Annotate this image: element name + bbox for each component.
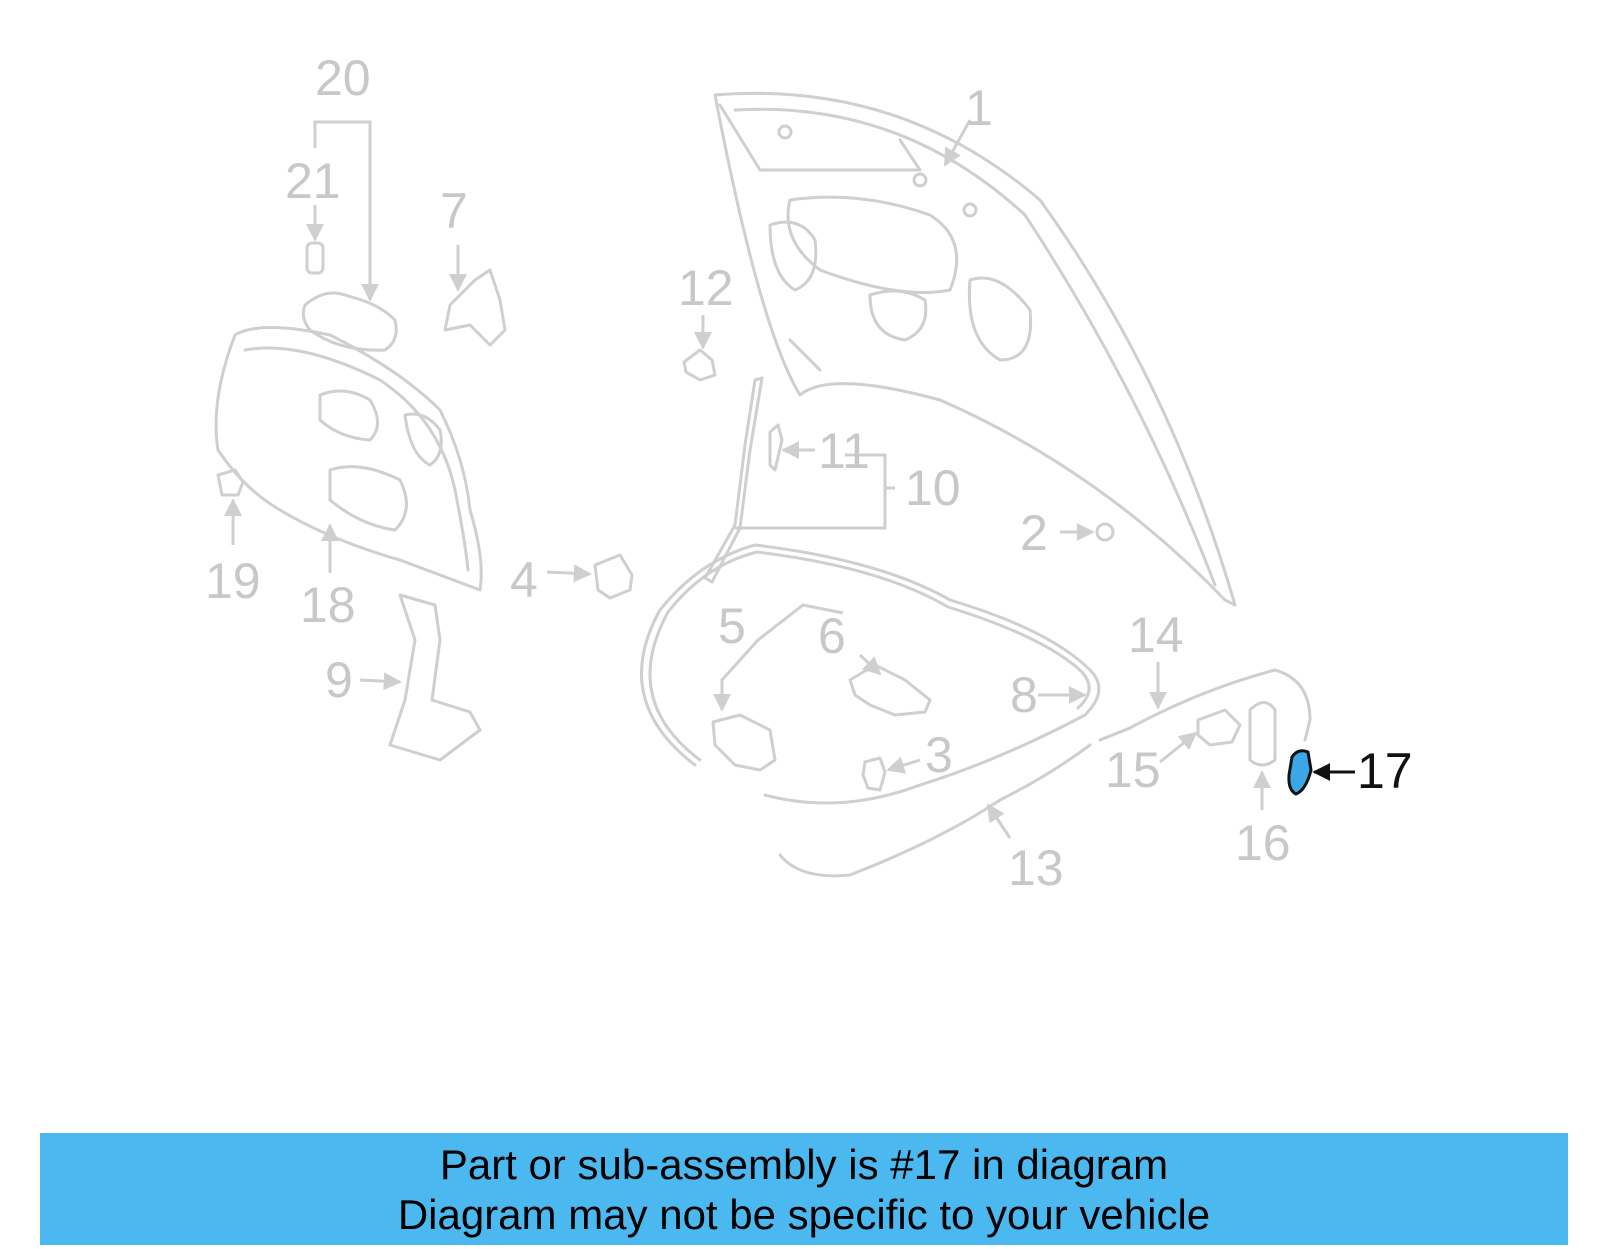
part-17-highlighted[interactable] <box>1287 749 1313 796</box>
callout-4: 4 <box>510 552 538 608</box>
leader-1 <box>943 119 972 167</box>
leader-10-bracket <box>735 453 887 530</box>
callout-20: 20 <box>315 50 371 106</box>
leader-5 <box>713 638 760 712</box>
callout-15: 15 <box>1105 742 1161 798</box>
callout-10: 10 <box>905 460 961 516</box>
callout-18: 18 <box>300 577 356 633</box>
part-2 <box>1095 522 1115 542</box>
part-8 <box>640 543 1101 805</box>
part-10 <box>703 376 764 584</box>
callout-6: 6 <box>818 608 846 664</box>
callout-16: 16 <box>1235 815 1291 871</box>
callout-5: 5 <box>718 598 746 654</box>
leader-3 <box>886 756 921 774</box>
banner-line-2: Diagram may not be specific to your vehi… <box>397 1191 1211 1238</box>
leader-20 <box>313 120 379 302</box>
banner-line-1: Part or sub-assembly is #17 in diagram <box>439 1141 1169 1188</box>
callout-12: 12 <box>678 260 734 316</box>
leader-4 <box>546 564 592 583</box>
callout-1: 1 <box>965 80 993 136</box>
callout-19: 19 <box>205 553 261 609</box>
info-banner: Part or sub-assembly is #17 in diagram D… <box>40 1133 1568 1245</box>
part-8-inner <box>648 550 1091 762</box>
callout-21: 21 <box>285 153 341 209</box>
part-13 <box>778 743 1092 878</box>
part-21 <box>305 241 325 275</box>
callout-2: 2 <box>1020 505 1048 561</box>
part-18 <box>214 326 483 592</box>
part-3 <box>861 756 887 792</box>
part-20 <box>301 291 398 352</box>
callout-8: 8 <box>1010 667 1038 723</box>
callout-9: 9 <box>325 652 353 708</box>
callout-13: 13 <box>1008 840 1064 896</box>
callout-11: 11 <box>818 423 870 479</box>
callout-7: 7 <box>440 183 468 239</box>
part-16 <box>1248 701 1277 767</box>
part-4 <box>593 553 634 600</box>
leader-15 <box>1159 731 1198 764</box>
part-14 <box>1098 668 1312 742</box>
part-12 <box>682 348 717 382</box>
part-19 <box>216 468 245 497</box>
leader-9 <box>359 672 402 691</box>
callout-14: 14 <box>1128 607 1184 663</box>
part-9 <box>388 593 482 762</box>
hood-part <box>713 91 1237 607</box>
callout-17-highlighted: 17 <box>1357 743 1413 799</box>
leader-5-6 <box>757 603 844 642</box>
part-5 <box>711 713 777 772</box>
callout-3: 3 <box>925 727 953 783</box>
leader-6 <box>858 653 882 676</box>
part-15 <box>1196 708 1242 747</box>
part-11 <box>768 423 784 472</box>
part-7 <box>443 268 507 347</box>
leader-13 <box>986 803 1012 839</box>
part-6 <box>848 663 932 717</box>
